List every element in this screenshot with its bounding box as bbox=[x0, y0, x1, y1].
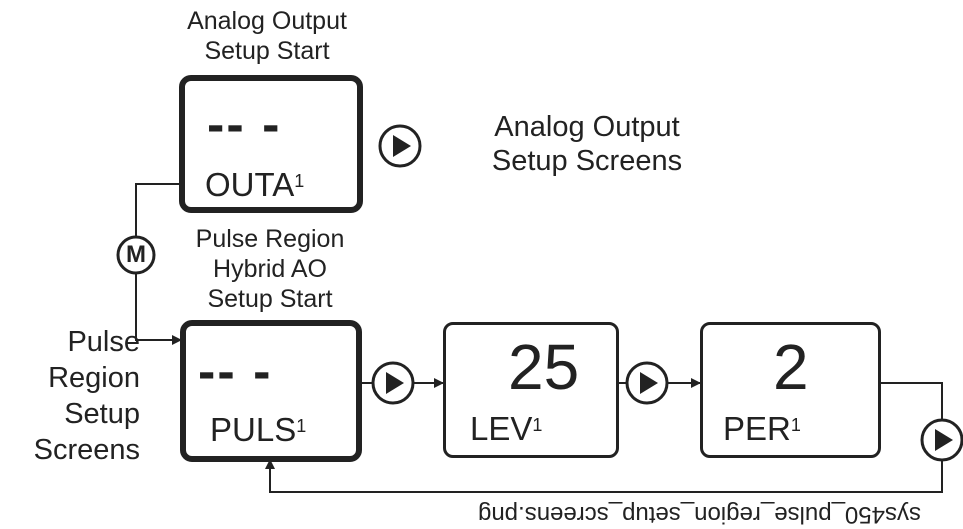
screen-per[interactable]: 2 PER1 bbox=[700, 322, 881, 458]
screen-lev[interactable]: 25 LEV1 bbox=[443, 322, 619, 458]
menu-button-label: M bbox=[126, 241, 146, 268]
screen-label-text: OUTA bbox=[205, 166, 295, 203]
menu-to-puls-line bbox=[135, 274, 182, 345]
analog-screens-caption: Analog Output Setup Screens bbox=[462, 110, 712, 178]
caption-line: Analog Output bbox=[187, 7, 347, 35]
menu-link-line bbox=[135, 183, 183, 236]
screen-label-text: LEV bbox=[470, 410, 533, 447]
footer-filename: sys450_pulse_region_setup_screens.png bbox=[478, 501, 921, 528]
screen-display: -- - bbox=[198, 343, 273, 401]
play-icon[interactable] bbox=[378, 124, 422, 168]
pulse-start-caption: Pulse Region Hybrid AO Setup Start bbox=[160, 224, 380, 314]
screen-label: PER1 bbox=[723, 411, 801, 447]
screen-label-superscript: 1 bbox=[532, 415, 543, 435]
caption-line: Pulse Region bbox=[195, 225, 345, 253]
pulse-screens-caption: Pulse Region Setup Screens bbox=[0, 324, 140, 468]
analog-start-caption: Analog Output Setup Start bbox=[152, 6, 382, 66]
caption-line: Hybrid AO bbox=[213, 255, 327, 283]
screen-label-text: PULS bbox=[210, 411, 297, 448]
screen-label: PULS1 bbox=[210, 412, 306, 448]
play-icon[interactable] bbox=[625, 361, 669, 405]
play-icon[interactable] bbox=[920, 418, 963, 462]
caption-line: Setup Screens bbox=[491, 145, 683, 177]
play-icon[interactable] bbox=[371, 361, 415, 405]
caption-line: Analog Output bbox=[494, 111, 680, 143]
screen-label-superscript: 1 bbox=[294, 171, 305, 191]
caption-line: Setup Start bbox=[207, 285, 333, 313]
menu-button[interactable] bbox=[116, 235, 156, 275]
caption-line: Pulse bbox=[67, 326, 140, 358]
screen-label-superscript: 1 bbox=[296, 416, 307, 436]
return-loop-line bbox=[265, 459, 943, 493]
screen-label-superscript: 1 bbox=[790, 415, 801, 435]
screen-display: 25 bbox=[508, 331, 580, 403]
screen-puls[interactable]: -- - PULS1 bbox=[180, 320, 362, 462]
screen-outa[interactable]: -- - OUTA1 bbox=[179, 75, 363, 213]
screen-display: 2 bbox=[773, 331, 809, 403]
screen-label: OUTA1 bbox=[205, 167, 304, 203]
caption-line: Region bbox=[48, 362, 140, 394]
caption-line: Setup Start bbox=[204, 37, 330, 65]
caption-line: Screens bbox=[33, 434, 140, 466]
caption-line: Setup bbox=[64, 398, 140, 430]
screen-label-text: PER bbox=[723, 410, 791, 447]
screen-display: -- - bbox=[207, 96, 282, 154]
screen-label: LEV1 bbox=[470, 411, 542, 447]
per-return-line bbox=[880, 382, 943, 419]
